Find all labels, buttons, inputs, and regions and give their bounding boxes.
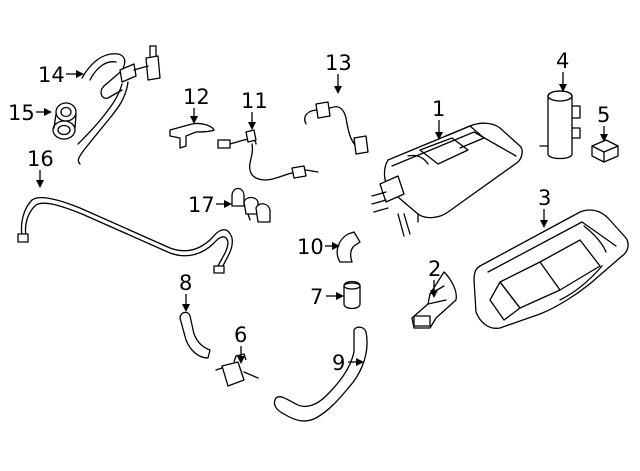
part-15-grommet [52, 102, 77, 140]
part-1-canister [371, 122, 523, 237]
callout-label-16: 16 [27, 147, 54, 171]
part-17-clips [231, 187, 271, 223]
callout-5: 5 [597, 103, 610, 142]
callout-label-10: 10 [297, 235, 324, 259]
callout-label-14: 14 [38, 63, 65, 87]
callout-13: 13 [325, 51, 352, 94]
callout-label-8: 8 [179, 271, 192, 295]
callout-label-11: 11 [241, 89, 268, 113]
part-7-filter [343, 280, 361, 310]
callout-11: 11 [241, 89, 268, 130]
callout-label-3: 3 [538, 186, 551, 210]
callout-label-4: 4 [556, 49, 569, 73]
part-13-sensor [304, 101, 369, 155]
part-10-hose [336, 231, 361, 263]
callout-16: 16 [27, 147, 54, 188]
callout-1: 1 [432, 97, 445, 140]
callout-14: 14 [38, 63, 84, 87]
callout-7: 7 [310, 285, 344, 309]
part-9-hose [273, 326, 368, 422]
callout-label-12: 12 [183, 85, 210, 109]
part-6-valve [215, 353, 259, 387]
part-3-shield [473, 209, 629, 329]
callout-label-9: 9 [332, 351, 345, 375]
callout-3: 3 [538, 186, 551, 228]
part-14-hose-assembly [77, 45, 161, 165]
part-8-hose [179, 311, 211, 359]
callout-label-13: 13 [325, 51, 352, 75]
callout-6: 6 [234, 323, 247, 364]
part-11-sensor [217, 129, 319, 181]
callout-label-2: 2 [428, 257, 441, 281]
callout-2: 2 [428, 257, 441, 298]
part-16-tube [17, 196, 233, 274]
part-4-cylinder [539, 90, 581, 160]
part-5-connector [591, 139, 619, 163]
callout-label-15: 15 [8, 101, 35, 125]
callout-8: 8 [179, 271, 192, 312]
callout-label-7: 7 [310, 285, 323, 309]
callout-9: 9 [332, 351, 364, 375]
callout-label-5: 5 [597, 103, 610, 127]
callout-17: 17 [188, 193, 232, 217]
callout-15: 15 [8, 101, 52, 125]
callout-10: 10 [297, 235, 340, 259]
callout-label-1: 1 [432, 97, 445, 121]
callout-label-17: 17 [188, 193, 215, 217]
callout-label-6: 6 [234, 323, 247, 347]
callout-4: 4 [556, 49, 569, 92]
callout-12: 12 [183, 85, 210, 124]
part-12-bracket [169, 122, 215, 149]
